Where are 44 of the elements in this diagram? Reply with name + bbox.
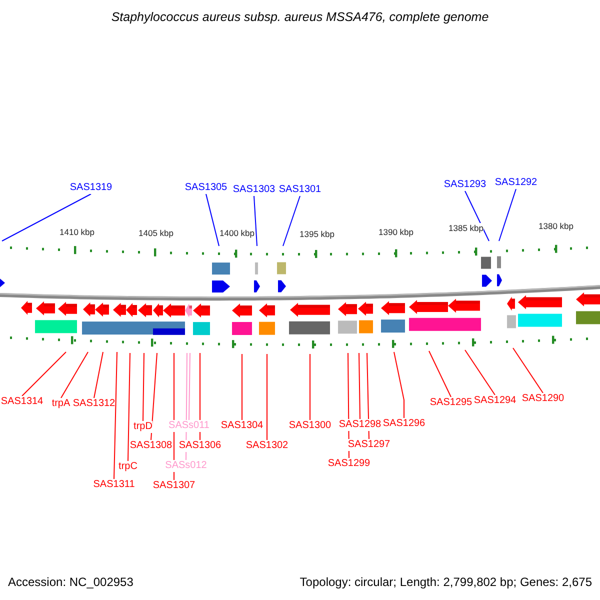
gene-label: trpC: [118, 461, 138, 473]
gene-label: SAS1297: [348, 439, 390, 451]
leader-line: [94, 352, 104, 398]
gene-label: SASs011: [168, 420, 210, 432]
gene-label: SAS1301: [278, 184, 322, 196]
leader-line: [206, 194, 220, 246]
leader-line: [60, 352, 88, 398]
gene-label: SAS1306: [178, 440, 222, 452]
gene-label: SAS1292: [494, 177, 538, 189]
gene-label: SASs012: [165, 460, 207, 472]
gene-label: trpD: [134, 421, 152, 433]
leader-line: [512, 348, 544, 394]
leader-line: [358, 352, 360, 420]
leader-line: [142, 352, 144, 422]
leader-line: [394, 352, 404, 418]
scale-label: 1390 kbp: [378, 227, 414, 237]
scale-label: 1395 kbp: [300, 229, 334, 239]
gene-label: SAS1298: [338, 419, 382, 431]
leader-line: [366, 352, 370, 440]
scale-label: 1380 kbp: [538, 221, 574, 231]
leader-line: [188, 352, 190, 420]
gene-label: SAS1293: [444, 179, 486, 191]
leader-line: [254, 196, 258, 246]
gene-label: trpA: [52, 398, 70, 410]
scale-label: 1400 kbp: [220, 228, 254, 238]
leader-line: [428, 350, 452, 398]
gene-label: SAS1305: [184, 182, 228, 194]
leader-line: [282, 196, 300, 246]
leader-line: [464, 350, 496, 396]
leader-line: [266, 354, 268, 440]
footer-text: Accession: NC_002953: [8, 575, 134, 589]
leader-line: [150, 352, 158, 440]
scale-label: 1410 kbp: [60, 227, 94, 237]
leader-line: [114, 352, 118, 480]
scale-label: 1405 kbp: [138, 228, 174, 238]
leader-line: [22, 352, 66, 396]
scale-label: 1385 kbp: [448, 223, 484, 233]
title: Staphylococcus aureus subsp. aureus MSSA476, complete genome: [110, 10, 490, 24]
leader-line: [464, 190, 490, 242]
footer-text: Topology: circular; Length: 2,799,802 bp; Genes: 2,675: [300, 575, 592, 589]
leader-line: [498, 188, 516, 242]
gene-label: SAS1319: [70, 182, 112, 194]
leader-line: [2, 194, 92, 242]
leader-line: [128, 352, 130, 462]
